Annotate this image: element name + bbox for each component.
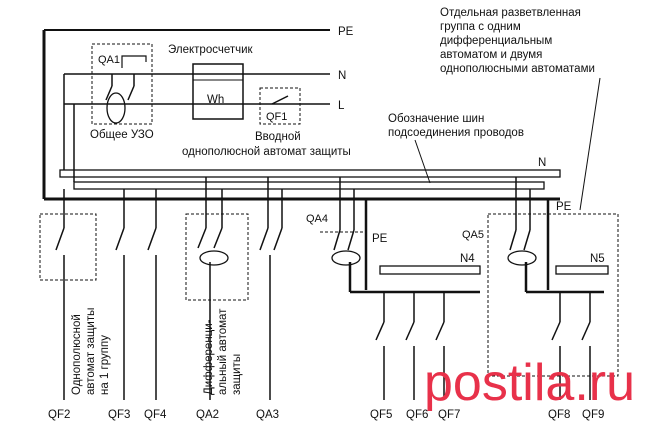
qa2-contact-n — [197, 227, 207, 249]
bottom-label-qf8: QF8 — [548, 409, 570, 421]
branch-qa2 — [185, 177, 249, 400]
bottom-labels: QF2 QF3 QF4 QA2 QA3 QF5 QF6 QF7 QF8 QF9 — [48, 409, 604, 421]
qa5-n-bus — [555, 265, 609, 275]
qa3-contact-n — [259, 227, 269, 251]
n-rail-label: N — [338, 70, 346, 82]
qa5-toroid — [507, 250, 537, 266]
bus-n-bar — [59, 169, 561, 178]
qa2-note-1: Дифференци- — [203, 319, 215, 395]
bus-bars — [59, 169, 561, 190]
qa4-toroid — [331, 250, 361, 266]
n-bus-label: N — [538, 157, 546, 169]
qf2-note-2: автомат защиты — [85, 308, 97, 395]
meter-symbol: Wh — [207, 94, 224, 106]
qa4-label: QA4 — [306, 213, 328, 225]
qf2-note-1: Однополюсной — [71, 314, 83, 395]
input-breaker-caption-2: однополюсной автомат защиты — [182, 146, 351, 158]
pe-right-label: PE — [556, 201, 572, 213]
qf5-contact — [375, 321, 385, 341]
meter-caption: Электросчетчик — [168, 44, 254, 56]
qf1-contact — [271, 95, 289, 105]
group-qa5 — [487, 177, 619, 400]
qa2-toroid — [199, 250, 229, 266]
qa3-contact-l — [273, 227, 283, 251]
n4-label: N4 — [460, 253, 475, 265]
qa5-contact-l — [523, 229, 531, 251]
qa2-box — [185, 213, 249, 301]
qa5-contact-n — [509, 229, 517, 251]
l-rail-label: L — [338, 100, 345, 112]
qf8-contact — [551, 321, 561, 341]
input-breaker-caption-1: Вводной — [255, 131, 301, 143]
qa4-contact-n — [333, 229, 341, 251]
bus-note-2: подсоединения проводов — [388, 127, 524, 139]
bus-note-leader — [414, 139, 431, 184]
group-qa4 — [320, 177, 481, 294]
bottom-label-qf5: QF5 — [370, 409, 392, 421]
qa2-note-3: защиты — [231, 354, 243, 395]
qa5-box — [487, 213, 619, 377]
bottom-label-qf4: QF4 — [144, 409, 167, 421]
bottom-label-qa2: QA2 — [196, 409, 219, 421]
rcd-common-caption: Общее УЗО — [90, 129, 154, 141]
branch-qf4 — [147, 189, 157, 400]
qf2-box — [39, 213, 97, 281]
branch-qf5-7 — [375, 292, 445, 400]
rcd-qa1-contact-l2 — [127, 85, 135, 101]
qf2-contact — [55, 227, 65, 251]
bus-l-bar — [73, 181, 545, 190]
qa4-pe-label: PE — [372, 233, 388, 245]
bus-note-1: Обозначение шин — [388, 113, 484, 125]
group-note-5: однополюсными автоматами — [440, 63, 595, 75]
qf7-contact — [435, 321, 445, 341]
meter-box — [192, 63, 244, 120]
group-note-2: группа с одним — [440, 21, 521, 33]
rcd-qa1 — [91, 43, 153, 125]
breaker-qf1 — [259, 87, 301, 125]
group-note-4: автоматом и двумя — [440, 49, 542, 61]
qa2-contact-l — [213, 227, 223, 249]
qa4-contact-l — [347, 229, 355, 251]
bottom-label-qa3: QA3 — [256, 409, 279, 421]
branch-qa3 — [259, 177, 283, 400]
pe-rail-label: PE — [338, 26, 354, 38]
qa2-note-2: альный автомат — [217, 308, 229, 395]
qa4-n-bus — [379, 265, 481, 275]
bottom-label-qf6: QF6 — [406, 409, 428, 421]
n5-label: N5 — [590, 253, 605, 265]
group-note-1: Отдельная разветвленная — [440, 7, 581, 19]
qf1-label: QF1 — [266, 111, 287, 123]
qf6-contact — [405, 321, 415, 341]
bottom-label-qf2: QF2 — [48, 409, 70, 421]
qf9-contact — [581, 321, 591, 341]
group-note-leader — [579, 77, 601, 211]
qf2-note-3: на 1 группу — [99, 335, 111, 395]
qa1-label: QA1 — [98, 54, 120, 66]
rcd-qa1-box — [91, 43, 153, 125]
supply-rails — [42, 29, 560, 201]
rcd-qa1-contact-n2 — [105, 85, 113, 101]
branch-qf2 — [39, 189, 97, 400]
bottom-label-qf9: QF9 — [582, 409, 604, 421]
bottom-label-qf3: QF3 — [108, 409, 130, 421]
qa5-label: QA5 — [462, 229, 484, 241]
rcd-qa1-trip-link — [121, 55, 147, 68]
qf1-box — [259, 87, 301, 125]
branch-qf3 — [115, 189, 125, 400]
qf3-contact — [115, 227, 125, 251]
meter-wh — [192, 63, 244, 120]
watermark: postila.ru — [424, 354, 635, 412]
bottom-label-qf7: QF7 — [438, 409, 460, 421]
rcd-qa1-toroid — [106, 92, 126, 124]
rcd-outgoing-wires — [63, 74, 75, 182]
group-note-3: дифференциальным — [440, 35, 552, 47]
qf4-contact — [147, 227, 157, 251]
